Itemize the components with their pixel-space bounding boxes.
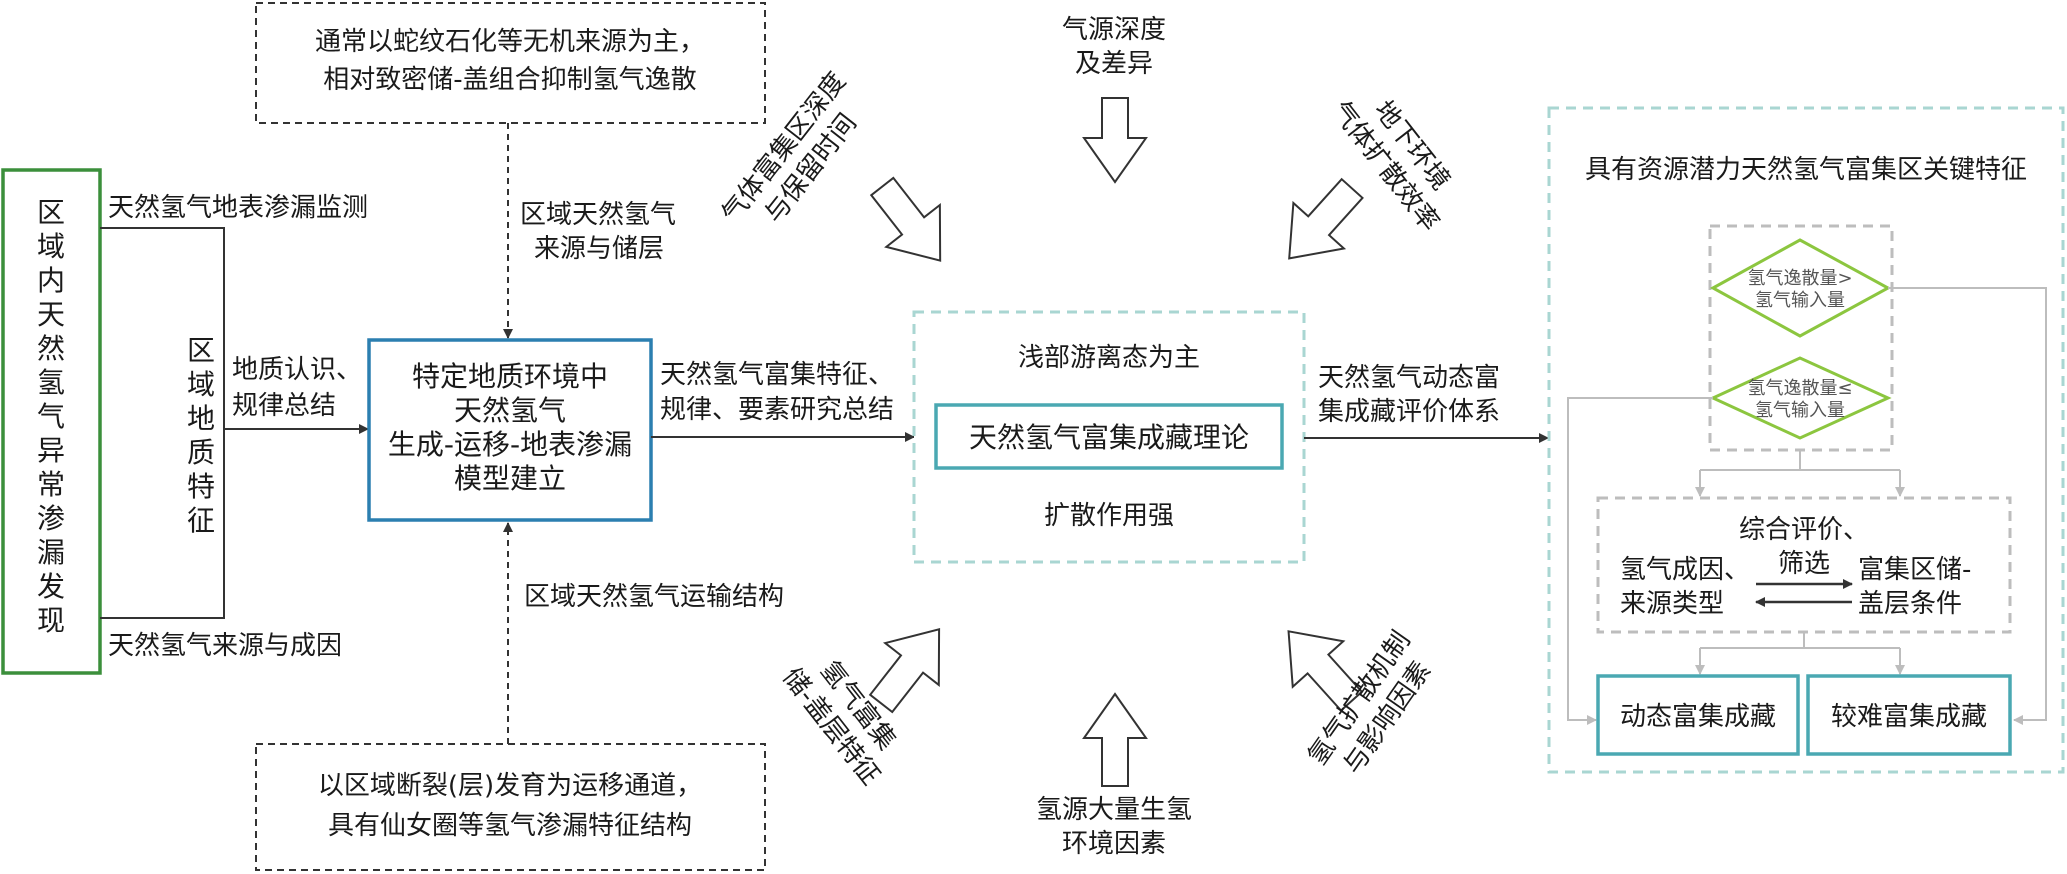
- composite-to-results-connector: [1700, 632, 1900, 649]
- evaluation-line1: 天然氢气动态富: [1318, 363, 1500, 393]
- cognition-label-line1: 地质认识、: [232, 355, 362, 385]
- model-line1: 特定地质环境中: [412, 360, 608, 393]
- bottom-note-line2: 具有仙女圈等氢气渗漏特征结构: [328, 811, 692, 841]
- source-origin-label: 天然氢气来源与成因: [108, 631, 342, 661]
- source-depth-line1: 气源深度: [1062, 15, 1166, 45]
- discovery-bracket: [100, 227, 225, 619]
- discovery-char: 氢: [37, 366, 65, 399]
- reservoir-seal-hollow-arrow: [868, 628, 941, 714]
- regional-geology-char: 特: [187, 470, 215, 503]
- discovery-char: 气: [37, 400, 65, 433]
- mechanism-hollow-arrow: [1287, 630, 1364, 712]
- shallow-free-label: 浅部游离态为主: [1018, 343, 1200, 373]
- bottom-note-line1: 以区域断裂(层)发育为运移通道，: [318, 771, 702, 801]
- discovery-char: 现: [37, 604, 65, 637]
- reservoir-seal-label: 氢气富集 储-盖层特征: [776, 655, 901, 790]
- regional-geology-char: 域: [187, 368, 215, 401]
- diamond2-to-dynamic-connector: [1567, 397, 1713, 725]
- generation-line1: 氢源大量生氢: [1036, 795, 1192, 825]
- evaluation-line2: 集成藏评价体系: [1318, 397, 1500, 427]
- composite-eval-box: [1596, 496, 2012, 634]
- generation-hollow-arrow: [1082, 692, 1148, 787]
- composite-label: 综合评价、: [1739, 515, 1869, 545]
- transport-structure-label: 区域天然氢气运输结构: [524, 582, 784, 612]
- diamonds-to-composite-connector: [1700, 450, 1900, 471]
- discovery-char: 然: [37, 332, 65, 365]
- top-note-line2: 相对致密储-盖组合抑制氢气逸散: [323, 65, 696, 95]
- regional-geology-char: 区: [187, 334, 215, 367]
- model-line4: 模型建立: [454, 462, 566, 495]
- regional-geology-char: 征: [187, 504, 215, 537]
- difficult-enrichment-box: [1806, 674, 2012, 756]
- discovery-char: 区: [37, 196, 65, 229]
- regional-geology-vertical-text: 区 域 地 质 特 征: [187, 334, 215, 537]
- underground-hollow-arrow: [1288, 177, 1364, 260]
- top-note-line1: 通常以蛇纹石化等无机来源为主，: [315, 27, 705, 57]
- screen-label: 筛选: [1778, 549, 1830, 579]
- source-depth-hollow-arrow: [1082, 97, 1148, 184]
- diamond1-line2: 氢气输入量: [1755, 290, 1845, 311]
- source-reservoir-line2: 来源与储层: [534, 234, 664, 264]
- discovery-vertical-text: 区 域 内 天 然 氢 气 异 常 渗 漏 发 现: [37, 196, 65, 637]
- right-panel-title: 具有资源潜力天然氢气富集区关键特征: [1585, 155, 2027, 185]
- discovery-char: 内: [37, 264, 65, 297]
- discovery-char: 发: [37, 570, 65, 603]
- diamond2-line1: 氢气逸散量≤: [1747, 378, 1852, 399]
- diffusion-label: 扩散作用强: [1044, 501, 1174, 531]
- right-panel-box: [1547, 106, 2065, 774]
- storage-line1: 富集区储-: [1858, 555, 1971, 585]
- discovery-char: 域: [37, 230, 65, 263]
- bottom-note-box: [255, 743, 766, 871]
- theory-inner-box: [934, 403, 1284, 470]
- summary-line2: 规律、要素研究总结: [660, 395, 894, 425]
- diamond-escape-less-equal: [1709, 356, 1892, 440]
- discovery-box: [1, 168, 102, 675]
- discovery-char: 异: [37, 434, 65, 467]
- regional-geology-char: 质: [187, 436, 215, 469]
- regional-geology-char: 地: [187, 402, 215, 435]
- depth-retention-hollow-arrow: [869, 176, 942, 262]
- generation-line2: 环境因素: [1062, 829, 1166, 859]
- theory-label: 天然氢气富集成藏理论: [969, 421, 1249, 454]
- discovery-char: 渗: [37, 502, 65, 535]
- model-line3: 生成-运移-地表渗漏: [388, 428, 632, 461]
- diamond2-line2: 氢气输入量: [1755, 400, 1845, 421]
- cause-line2: 来源类型: [1620, 589, 1724, 619]
- model-box: [367, 338, 653, 522]
- model-line2: 天然氢气: [454, 394, 566, 427]
- discovery-char: 常: [37, 468, 65, 501]
- cognition-label-line2: 规律总结: [232, 391, 336, 421]
- source-reservoir-line1: 区域天然氢气: [520, 200, 676, 230]
- dynamic-label: 动态富集成藏: [1620, 702, 1776, 732]
- diamond1-to-difficult-connector: [1888, 287, 2047, 725]
- surface-monitoring-label: 天然氢气地表渗漏监测: [108, 193, 368, 223]
- dynamic-enrichment-box: [1596, 674, 1800, 756]
- summary-line1: 天然氢气富集特征、: [660, 360, 894, 390]
- top-note-box: [255, 2, 766, 124]
- diamond1-line1: 氢气逸散量>: [1747, 268, 1852, 289]
- source-depth-line2: 及差异: [1075, 49, 1153, 79]
- discovery-char: 天: [37, 298, 65, 331]
- cause-line1: 氢气成因、: [1620, 555, 1750, 585]
- discovery-char: 漏: [37, 536, 65, 569]
- difficult-label: 较难富集成藏: [1831, 702, 1987, 732]
- storage-line2: 盖层条件: [1858, 589, 1962, 619]
